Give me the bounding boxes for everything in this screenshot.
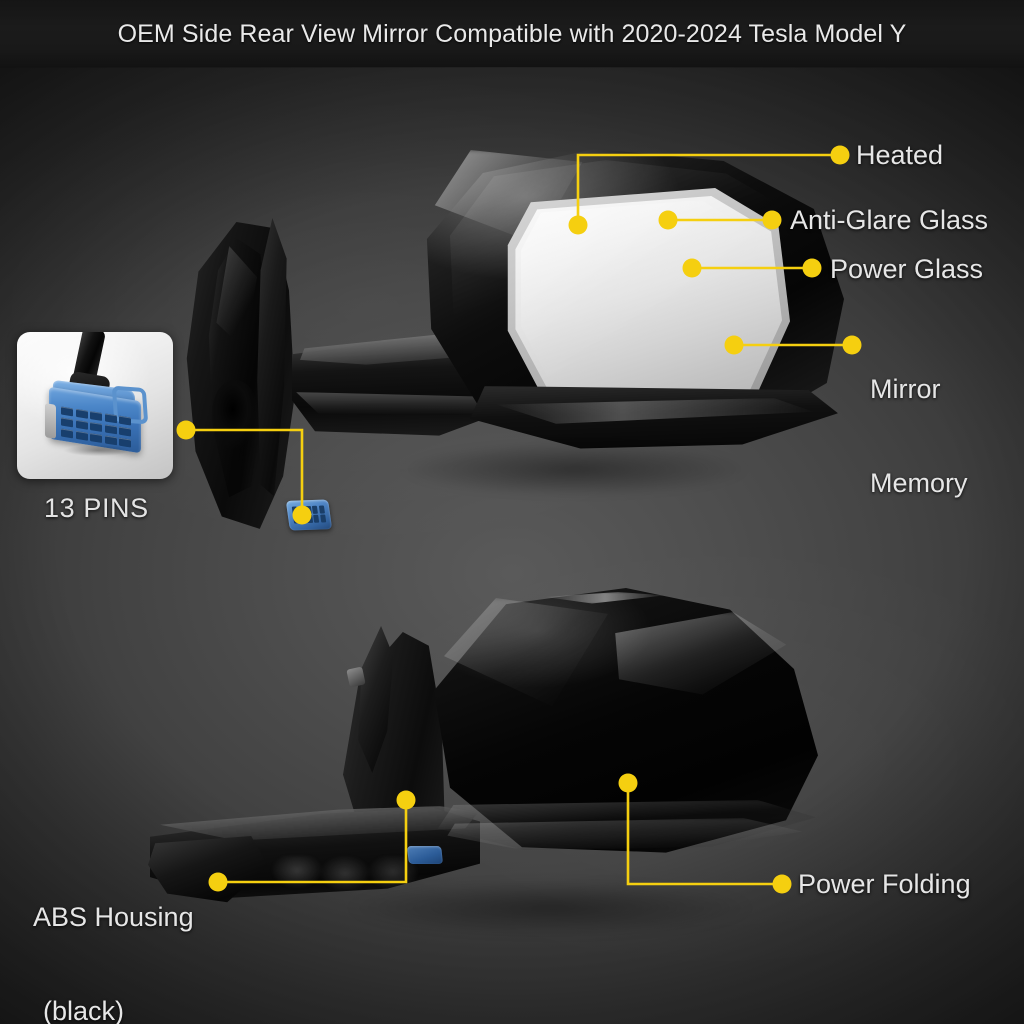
callout-label-mirror-memory-line2: Memory (870, 467, 968, 498)
mirror-glass-reflection (521, 200, 766, 410)
callout-label-heated: Heated (856, 140, 944, 170)
rear-housing-bottom-rim-2 (447, 818, 803, 850)
connector-shadow (51, 444, 143, 457)
title-bar: OEM Side Rear View Mirror Compatible wit… (0, 0, 1024, 68)
callout-label-abs-housing-line1: ABS Housing (33, 901, 194, 932)
mirror-base-metal-clip (346, 666, 366, 688)
mirror-drop-shadow (330, 440, 800, 510)
callout-label-power-folding: Power Folding (798, 869, 971, 899)
page-title: OEM Side Rear View Mirror Compatible wit… (117, 19, 907, 48)
callout-label-abs-housing: ABS Housing (black) (33, 839, 194, 1024)
callout-label-mirror-memory-line1: Mirror (870, 373, 941, 404)
callout-label-mirror-memory: Mirror Memory (870, 311, 968, 562)
connector-inset-card (17, 332, 173, 479)
callout-label-anti-glare: Anti-Glare Glass (790, 205, 989, 235)
rear-housing-top-highlight (545, 592, 665, 604)
bottom-mirror-drop-shadow (280, 880, 820, 950)
connector-side-rail (45, 403, 56, 439)
callout-label-abs-housing-line2: (black) (43, 995, 125, 1024)
callout-label-power-glass: Power Glass (830, 254, 984, 284)
wiring-connector-bottom (406, 846, 444, 864)
inset-caption-13-pins: 13 PINS (44, 493, 149, 523)
